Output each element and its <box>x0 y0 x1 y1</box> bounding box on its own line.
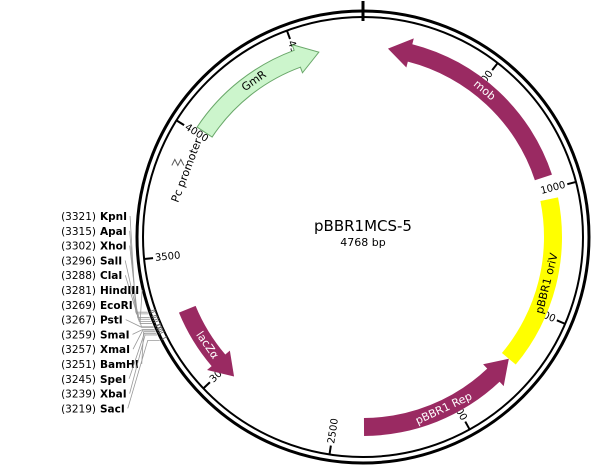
site-name: PstI <box>100 315 123 327</box>
site-position: (3259) <box>61 329 96 341</box>
site-marker <box>156 326 163 330</box>
site-connector <box>129 334 158 394</box>
site-position: (3251) <box>61 359 96 371</box>
plasmid-name: pBBR1MCS-5 <box>314 217 412 235</box>
tick-mark <box>175 119 185 126</box>
promoter-feature: Pc promoter <box>169 136 205 204</box>
site-connector <box>129 230 149 315</box>
promoter-icon <box>171 158 185 167</box>
site-name: ApaI <box>100 226 127 238</box>
site-position: (3288) <box>61 270 96 282</box>
site-connector <box>141 331 156 365</box>
site-position: (3239) <box>61 389 96 401</box>
site-position: (3269) <box>61 300 96 312</box>
site-position: (3281) <box>61 285 96 297</box>
promoter-label: Pc promoter <box>169 136 205 204</box>
site-name: SmaI <box>100 329 130 341</box>
site-connector <box>128 332 157 379</box>
site-connector <box>129 215 148 313</box>
plasmid-backbone <box>135 1 591 465</box>
site-connector <box>127 339 160 409</box>
plasmid-size: 4768 bp <box>340 236 385 249</box>
feature-pbbr1-rep <box>363 358 509 436</box>
feature-gmr <box>196 43 320 138</box>
site-name: EcoRI <box>100 300 133 312</box>
site-marker <box>157 329 164 333</box>
site-name: ClaI <box>100 270 122 282</box>
feature-lacz- <box>178 305 235 377</box>
site-position: (3219) <box>61 403 96 415</box>
tick-mark <box>491 62 499 71</box>
site-name: SpeI <box>100 374 126 386</box>
site-marker <box>155 323 161 327</box>
site-marker <box>156 325 163 330</box>
tick-label: 3500 <box>155 250 181 263</box>
site-name: XbaI <box>100 389 127 401</box>
site-marker <box>155 323 162 327</box>
site-name: SacI <box>100 403 125 415</box>
tick-mark <box>556 319 566 325</box>
site-position: (3257) <box>61 344 96 356</box>
site-marker <box>157 328 164 332</box>
site-position: (3302) <box>61 241 96 253</box>
site-marker <box>152 318 159 322</box>
site-marker <box>152 315 158 319</box>
site-marker <box>158 331 165 335</box>
feature-pbbr1-oriv <box>501 197 562 365</box>
site-position: (3315) <box>61 226 96 238</box>
site-name: KpnI <box>100 211 127 223</box>
site-position: (3296) <box>61 255 96 267</box>
tick-mark <box>328 445 332 455</box>
tick-label: 2500 <box>326 418 341 445</box>
restriction-sites: (3321) KpnI (3315) ApaI (3302) XhoI (3296) SalI… <box>61 211 168 415</box>
site-connector <box>132 329 155 335</box>
site-connector <box>132 329 155 350</box>
site-name: HindIII <box>100 285 139 297</box>
tick-mark <box>144 257 154 260</box>
site-position: (3245) <box>61 374 96 386</box>
site-connector <box>125 319 154 328</box>
tick-mark <box>464 421 471 430</box>
site-connector <box>124 275 152 322</box>
site-marker <box>150 310 157 314</box>
site-marker <box>151 314 158 318</box>
tick-mark <box>202 381 211 390</box>
site-name: XmaI <box>100 344 130 356</box>
site-name: XhoI <box>100 241 127 253</box>
site-name: BamHI <box>100 359 139 371</box>
site-marker <box>153 320 160 324</box>
site-name: SalI <box>100 255 122 267</box>
site-position: (3321) <box>61 211 96 223</box>
tick-mark <box>285 30 291 40</box>
site-marker <box>149 309 156 312</box>
tick-mark <box>567 180 577 186</box>
site-position: (3267) <box>61 315 96 327</box>
site-marker <box>161 336 168 340</box>
feature-mob <box>387 38 552 181</box>
site-connector <box>139 289 153 324</box>
tick-label: 1000 <box>539 180 566 197</box>
